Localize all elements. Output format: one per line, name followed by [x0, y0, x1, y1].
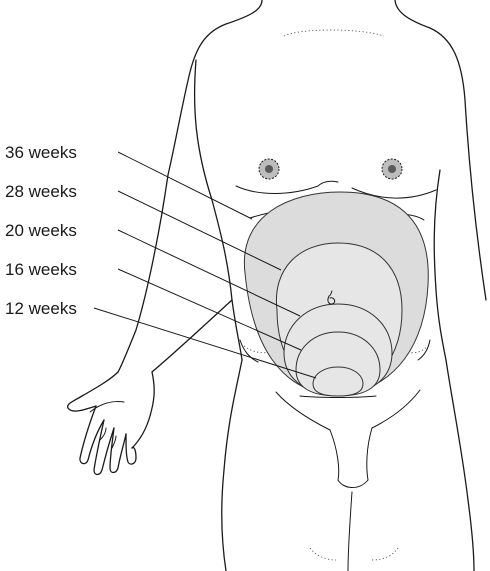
label-20-weeks: 20 weeks	[5, 221, 77, 240]
week-labels: 36 weeks 28 weeks 20 weeks 16 weeks 12 w…	[5, 143, 77, 318]
region-12-weeks	[313, 367, 363, 396]
left-nipple-icon	[259, 159, 279, 179]
hand-icon	[68, 372, 155, 475]
label-36-weeks: 36 weeks	[5, 143, 77, 162]
label-12-weeks: 12 weeks	[5, 299, 77, 318]
right-nipple-icon	[382, 159, 402, 179]
fundal-height-regions	[244, 192, 428, 398]
label-28-weeks: 28 weeks	[5, 182, 77, 201]
leader-36-weeks	[118, 152, 252, 219]
label-16-weeks: 16 weeks	[5, 260, 77, 279]
